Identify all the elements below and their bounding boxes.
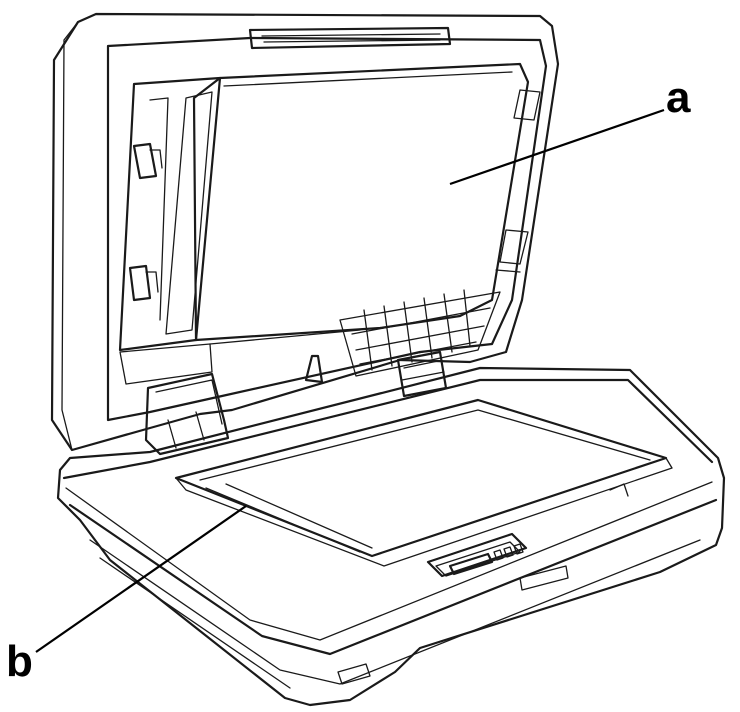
scanner-base xyxy=(56,366,726,707)
callout-a: a xyxy=(449,73,691,186)
document-glass xyxy=(174,398,673,567)
leader-line-a xyxy=(449,108,665,186)
callout-label-a: a xyxy=(666,73,691,122)
control-panel xyxy=(426,532,528,578)
callout-b: b xyxy=(6,505,247,686)
hinge-right xyxy=(396,350,448,398)
document-cover xyxy=(50,12,560,452)
callout-label-b: b xyxy=(6,637,33,686)
leader-line-b xyxy=(35,505,247,653)
